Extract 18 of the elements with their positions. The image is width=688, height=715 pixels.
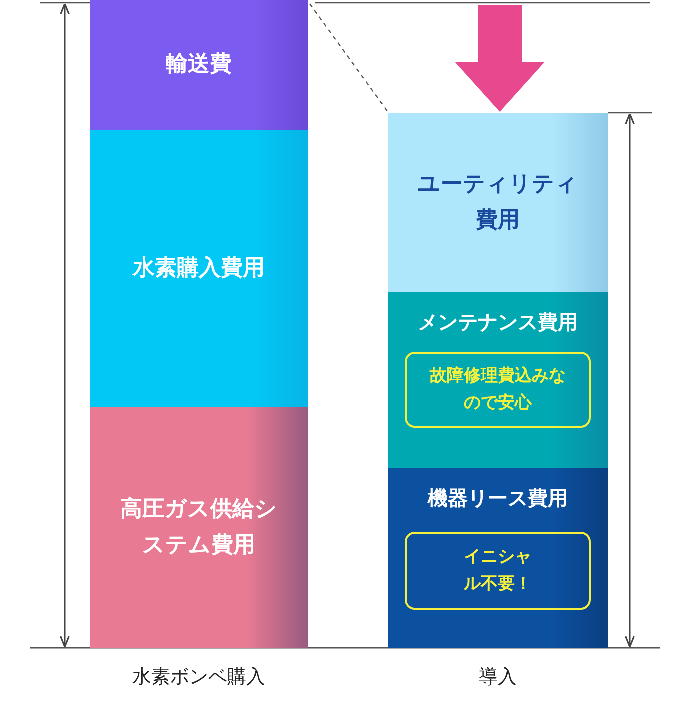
cost-segment bbox=[90, 0, 308, 130]
segment-label: 機器リース費用 bbox=[428, 485, 568, 512]
note-box bbox=[405, 532, 591, 610]
note-text: イニシャル不要！ bbox=[463, 546, 533, 596]
note-box bbox=[405, 352, 591, 428]
axis-label: 導入 bbox=[479, 665, 517, 690]
cost-segment bbox=[388, 468, 608, 648]
cost-segment bbox=[388, 113, 608, 292]
cost-segment bbox=[388, 292, 608, 468]
cost-segment bbox=[90, 407, 308, 648]
segment-label: メンテナンス費用 bbox=[418, 309, 578, 336]
axis-label: 水素ボンベ購入 bbox=[132, 665, 266, 690]
segment-label: 高圧ガス供給システム費用 bbox=[120, 496, 278, 560]
segment-label: 輸送費 bbox=[166, 51, 232, 80]
segment-label: 水素購入費用 bbox=[132, 254, 266, 283]
note-text: 故障修理費込みなので安心 bbox=[428, 364, 567, 415]
cost-segment bbox=[90, 130, 308, 407]
segment-label: ユーティリティ費用 bbox=[417, 171, 579, 234]
